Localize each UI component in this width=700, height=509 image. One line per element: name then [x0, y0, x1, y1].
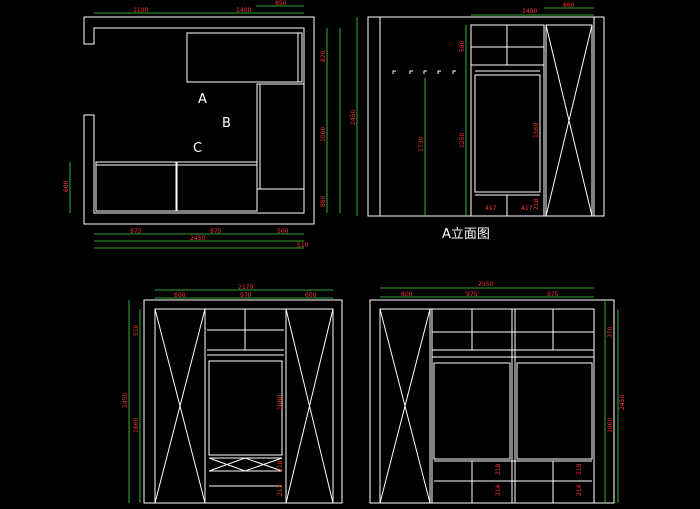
- plan-dim-total: 2450: [190, 235, 205, 242]
- elevation-a-title: A立面图: [442, 227, 490, 242]
- elev-c-dim-right-2: 2450: [619, 395, 626, 410]
- elev-b-dim-top-3: 600: [305, 292, 317, 299]
- elev-c-dim-right-1: 370: [607, 326, 614, 338]
- plan-dim-right-1: 820: [320, 50, 327, 62]
- plan-dim-bottom-2: 975: [210, 228, 222, 235]
- plan-dim-top-2: 1400: [236, 7, 251, 14]
- elev-a-dim-top-1: 1400: [522, 8, 537, 15]
- plan-label-b: B: [222, 116, 231, 131]
- elev-c-dim-top-1: 600: [401, 291, 413, 298]
- elev-c-dim-right-3: 1860: [607, 418, 614, 433]
- elev-a-dim-inner-3: 1560: [533, 123, 540, 138]
- elev-a-dim-inner-1: 580: [459, 40, 466, 52]
- elev-b-dim-left-3: 1860: [133, 418, 140, 433]
- elev-c-dim-inner-3: 218: [576, 463, 583, 475]
- elev-a-dim-inner-4: 1730: [418, 137, 425, 152]
- plan-dim-top-3: 850: [275, 0, 287, 7]
- elev-c-dim-inner-4: 214: [576, 484, 583, 496]
- plan-dim-right-2: 1000: [320, 127, 327, 142]
- plan-dim-total-sub: 510: [297, 242, 309, 249]
- elevation-b-drawing: [128, 289, 343, 504]
- elev-a-dim-bottom-2: 417: [521, 205, 533, 212]
- elev-b-dim-top-2: 970: [240, 292, 252, 299]
- floor-plan: [69, 5, 341, 249]
- plan-dim-left: 600: [63, 180, 70, 192]
- elev-b-dim-top-1: 600: [174, 292, 186, 299]
- elev-b-dim-inner-3: 213: [277, 484, 284, 496]
- plan-dim-top-1: 1100: [133, 7, 148, 14]
- elev-c-dim-inner-1: 218: [495, 463, 502, 475]
- elevation-a-drawing: [356, 7, 605, 217]
- elev-c-dim-top-2: 975: [466, 291, 478, 298]
- elev-b-dim-inner-2: 218: [277, 460, 284, 472]
- elev-b-dim-inner-1: 1080: [277, 395, 284, 410]
- elev-a-dim-top-2: 860: [563, 2, 575, 9]
- elev-a-dim-bottom-1: 417: [485, 205, 497, 212]
- plan-dim-right-3: 880: [320, 195, 327, 207]
- elev-c-dim-total: 2550: [478, 281, 493, 288]
- elev-c-dim-inner-2: 214: [495, 484, 502, 496]
- elevation-c-drawing: [369, 287, 619, 504]
- elev-a-dim-height: 2450: [350, 110, 357, 125]
- elev-b-dim-left-1: 510: [133, 324, 140, 336]
- plan-dim-bottom-3: 500: [277, 228, 289, 235]
- elev-c-dim-top-3: 975: [547, 291, 559, 298]
- elev-a-dim-inner-2: 1250: [459, 133, 466, 148]
- elev-a-dim-bottom-3: 218: [533, 198, 540, 210]
- plan-dim-bottom-1: 973: [130, 228, 142, 235]
- plan-label-c: C: [193, 141, 202, 156]
- elev-b-dim-left-2: 2450: [122, 393, 129, 408]
- plan-label-a: A: [198, 92, 207, 107]
- elev-b-dim-total: 2170: [238, 284, 253, 291]
